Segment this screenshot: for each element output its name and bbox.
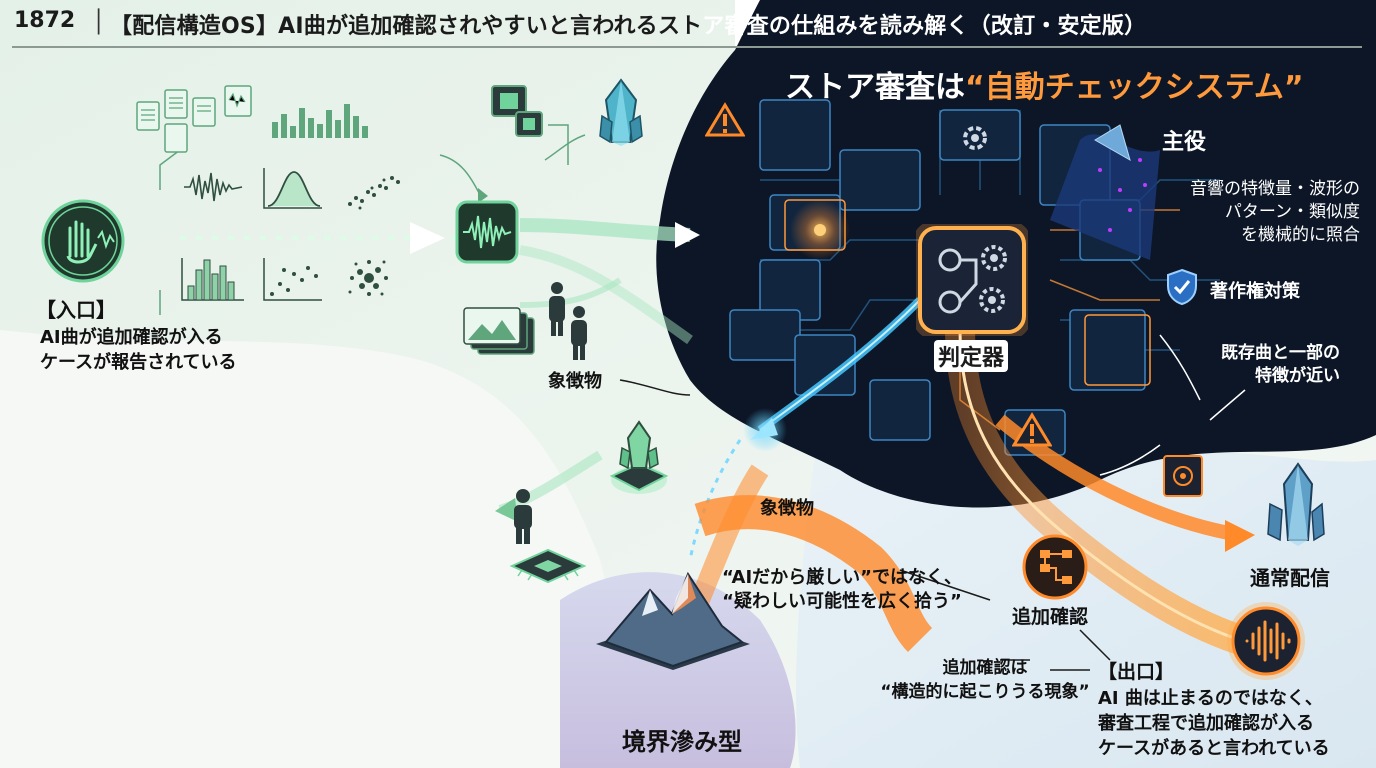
header-separator: │ — [92, 10, 106, 35]
crystal-pedestal-icon — [608, 418, 670, 498]
symbol-label-lower: 象徴物 — [760, 498, 814, 519]
exit-tag: 【出口】 — [1098, 661, 1175, 683]
page-title-light-part: 【配信構造OS】AI曲が追加確認されやすいと言われるスト — [110, 14, 703, 39]
target-panel-icon — [1160, 452, 1206, 502]
image-stack-icon — [462, 306, 536, 356]
exit-line-2: 審査工程で追加確認が入る — [1098, 713, 1314, 734]
panel-title-highlight: “自動チェックシステム” — [965, 70, 1304, 105]
protagonist-line-1: 音響の特徴量・波形の — [1190, 179, 1360, 199]
circuit-board-icon — [508, 540, 588, 588]
structural-line-2: “構造的に起こりうる現象” — [880, 682, 1090, 702]
scatter-icon — [342, 168, 404, 212]
entrance-line-1: AI曲が追加確認が入る — [40, 327, 223, 348]
judge-label: 判定器 — [934, 340, 1009, 372]
boundary-label: 境界滲み型 — [622, 728, 742, 756]
header-rule — [12, 46, 1362, 48]
chip-icon — [486, 82, 548, 142]
people-icon — [543, 280, 603, 362]
symbol-label-upper: 象徴物 — [548, 371, 602, 392]
bar-distribution-icon — [180, 256, 246, 302]
exit-line-3: ケースがあると言われている — [1098, 738, 1330, 759]
quote-note: “AIだから厳しい”ではなく、 “疑わしい可能性を広く拾う” — [722, 566, 962, 614]
waveform-circle-icon — [1225, 600, 1307, 682]
warning-icon — [704, 102, 746, 138]
normal-delivery-label: 通常配信 — [1250, 566, 1330, 590]
additional-check-label: 追加確認 — [1012, 606, 1089, 628]
header: 1872 │ 【配信構造OS】AI曲が追加確認されやすいと言われるストア審査の仕… — [0, 0, 1376, 50]
equalizer-icon — [270, 100, 375, 140]
document-stack-icon — [135, 84, 255, 154]
entrance-tag: 【入口】 — [36, 298, 116, 322]
crystal-cluster-icon — [1258, 460, 1332, 552]
waveform-icon — [182, 170, 244, 204]
flowchart-icon — [1022, 534, 1088, 600]
copyright-label: 著作権対策 — [1210, 281, 1300, 302]
warning-icon-lower — [1011, 412, 1053, 448]
structural-line-1: 追加確認は — [942, 658, 1028, 678]
judge-chip-icon — [912, 220, 1032, 340]
entrance-line-2: ケースが報告されている — [40, 352, 237, 373]
cluster-icon — [342, 254, 396, 302]
distribution-curve-icon — [262, 166, 324, 210]
judge-box — [912, 220, 1032, 340]
scatter-plot-icon — [262, 256, 324, 302]
hand-wave-icon — [40, 198, 126, 284]
similarity-note: 既存曲と一部の 特徴が近い — [1180, 342, 1340, 388]
page-title-dark-part: ア審査の仕組みを読み解く（改訂・安定版） — [702, 14, 1147, 39]
exit-line-1: AI 曲は止まるのではなく、 — [1098, 688, 1323, 709]
quote-line-2: “疑わしい可能性を広く拾う” — [722, 591, 962, 612]
page-title: 【配信構造OS】AI曲が追加確認されやすいと言われるストア審査の仕組みを読み解く… — [110, 8, 1146, 40]
similarity-line-1: 既存曲と一部の — [1221, 343, 1340, 363]
person-icon — [508, 488, 538, 546]
protagonist-description: 音響の特徴量・波形の パターン・類似度 を機械的に照合 — [1150, 178, 1360, 247]
structural-note: 追加確認は “構造的に起こりうる現象” — [880, 656, 1090, 704]
gear-icon — [950, 118, 1000, 158]
similarity-line-2: 特徴が近い — [1255, 366, 1340, 386]
entrance-description: AI曲が追加確認が入る ケースが報告されている — [40, 325, 237, 375]
exit-description: AI 曲は止まるのではなく、 審査工程で追加確認が入る ケースがあると言われてい… — [1098, 686, 1330, 761]
crystal-icon — [592, 76, 650, 150]
protagonist-line-2: パターン・類似度 — [1224, 202, 1360, 222]
shield-check-icon — [1165, 268, 1199, 306]
mountain-icon — [592, 568, 754, 674]
waveform-box-icon — [455, 200, 519, 264]
panel-title: ストア審査は“自動チェックシステム” — [785, 62, 1304, 106]
quote-line-1: “AIだから厳しい”ではなく、 — [722, 567, 962, 588]
protagonist-line-3: を機械的に照合 — [1241, 225, 1360, 245]
article-number: 1872 — [14, 8, 76, 33]
protagonist-label: 主役 — [1162, 130, 1207, 155]
panel-title-prefix: ストア審査は — [785, 70, 965, 105]
